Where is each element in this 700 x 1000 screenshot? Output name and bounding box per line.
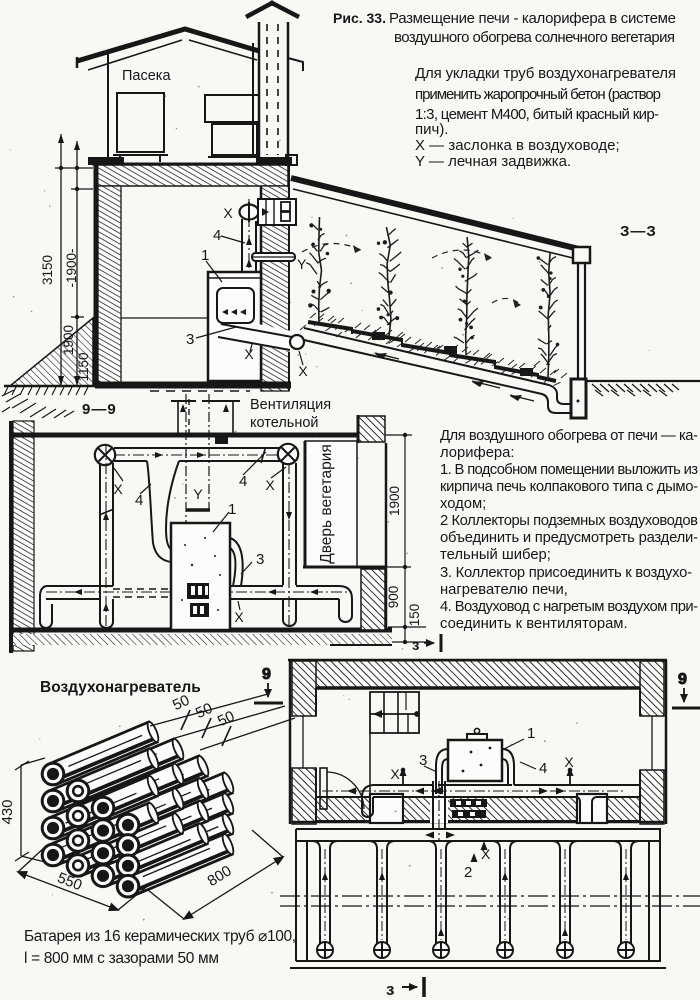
svg-text:з: з bbox=[386, 980, 394, 999]
svg-text:3. Коллектор присоединить к во: 3. Коллектор присоединить к воздухо- bbox=[440, 565, 692, 581]
svg-text:X: X bbox=[234, 609, 244, 625]
svg-text:1:3, цемент М400, битый красн: 1:3, цемент М400, битый красный кир- bbox=[415, 106, 659, 123]
svg-text:пич).: пич). bbox=[415, 121, 448, 138]
svg-text:1. В подсобном помещении вылож: 1. В подсобном помещении выложить из bbox=[440, 462, 698, 478]
svg-text:тельный шибер;: тельный шибер; bbox=[440, 547, 551, 563]
svg-text:Дверь вегетария: Дверь вегетария bbox=[318, 444, 335, 564]
svg-text:воздушного обогрева солнечного: воздушного обогрева солнечного вегетария bbox=[394, 29, 675, 46]
svg-text:Для укладки труб воздухонагрев: Для укладки труб воздухонагревателя bbox=[415, 65, 676, 82]
svg-text:50: 50 bbox=[215, 708, 237, 730]
svg-text:2: 2 bbox=[464, 864, 472, 881]
svg-text:Вентиляция: Вентиляция bbox=[250, 397, 331, 413]
svg-text:430: 430 bbox=[0, 799, 16, 824]
svg-text:X — заслонка в воздуховоде;: X — заслонка в воздуховоде; bbox=[415, 137, 620, 154]
svg-text:Батарея из 16 керамических тру: Батарея из 16 керамических труб ⌀100, bbox=[24, 928, 296, 945]
svg-text:1: 1 bbox=[201, 247, 209, 264]
svg-text:ходом;: ходом; bbox=[440, 496, 486, 512]
svg-text:З—З: З—З bbox=[620, 223, 657, 240]
svg-text:4: 4 bbox=[539, 760, 547, 777]
svg-text:Y — лечная задвижка.: Y — лечная задвижка. bbox=[415, 153, 571, 170]
svg-text:4: 4 bbox=[213, 227, 221, 244]
svg-text:50: 50 bbox=[170, 692, 192, 714]
svg-text:1900: 1900 bbox=[387, 486, 402, 516]
svg-text:Y: Y bbox=[297, 256, 307, 272]
svg-text:Y: Y bbox=[193, 486, 203, 502]
svg-text:объединить и предусмотреть раз: объединить и предусмотреть раздели- bbox=[440, 530, 698, 546]
svg-text:900: 900 bbox=[386, 586, 401, 609]
svg-text:X: X bbox=[564, 754, 574, 770]
svg-text:3: 3 bbox=[419, 752, 427, 769]
svg-text:X: X bbox=[298, 363, 308, 379]
svg-text:Для воздушного обогрева от печ: Для воздушного обогрева от печи — ка- bbox=[440, 428, 698, 444]
svg-text:X: X bbox=[223, 205, 233, 221]
svg-text:4: 4 bbox=[135, 492, 143, 509]
svg-text:50: 50 bbox=[193, 700, 215, 722]
svg-text:2 Коллекторы подземных воздух: 2 Коллекторы подземных воздуховодов bbox=[440, 513, 698, 529]
svg-text:лорифера:: лорифера: bbox=[440, 445, 515, 461]
svg-text:Пасека: Пасека bbox=[122, 68, 171, 84]
svg-text:800: 800 bbox=[204, 862, 234, 890]
svg-text:3150: 3150 bbox=[40, 255, 55, 285]
svg-text:4. Воздуховод с нагретым возду: 4. Воздуховод с нагретым воздухом при- bbox=[440, 599, 698, 615]
svg-text:Размещение печи - калорифера: Размещение печи - калорифера в системе bbox=[389, 10, 676, 27]
svg-text:кирпича печь колпакового типа: кирпича печь колпакового типа с дымо- bbox=[440, 479, 698, 495]
svg-text:1: 1 bbox=[228, 501, 236, 518]
svg-text:l = 800 мм с зазорами 50 мм: l = 800 мм с зазорами 50 мм bbox=[24, 950, 219, 967]
svg-text:1: 1 bbox=[527, 725, 535, 742]
svg-text:1150: 1150 bbox=[76, 352, 91, 381]
svg-text:X: X bbox=[244, 346, 254, 362]
svg-text:9—9: 9—9 bbox=[82, 401, 117, 418]
svg-text:X: X bbox=[481, 846, 491, 862]
svg-text:4: 4 bbox=[239, 473, 247, 490]
svg-text:X: X bbox=[265, 477, 275, 493]
svg-text:применить жаропрочный бетон (р: применить жаропрочный бетон (раствор bbox=[415, 86, 661, 103]
svg-text:Рис. 33.: Рис. 33. bbox=[333, 10, 386, 26]
svg-text:3: 3 bbox=[256, 551, 264, 568]
svg-text:котельной: котельной bbox=[250, 415, 319, 431]
svg-text:X: X bbox=[390, 766, 400, 782]
svg-text:9: 9 bbox=[262, 666, 271, 683]
svg-text:150: 150 bbox=[407, 604, 422, 627]
svg-text:3: 3 bbox=[186, 331, 194, 348]
svg-text:-1900-: -1900- bbox=[64, 248, 79, 287]
svg-text:Воздухонагреватель: Воздухонагреватель bbox=[40, 679, 201, 696]
svg-text:9: 9 bbox=[678, 671, 687, 688]
svg-text:соединить к вентиляторам.: соединить к вентиляторам. bbox=[440, 616, 628, 632]
svg-text:з: з bbox=[412, 637, 419, 654]
svg-text:1900: 1900 bbox=[61, 325, 76, 355]
svg-text:нагревателю печи,: нагревателю печи, bbox=[440, 582, 568, 598]
svg-text:X: X bbox=[113, 481, 123, 497]
